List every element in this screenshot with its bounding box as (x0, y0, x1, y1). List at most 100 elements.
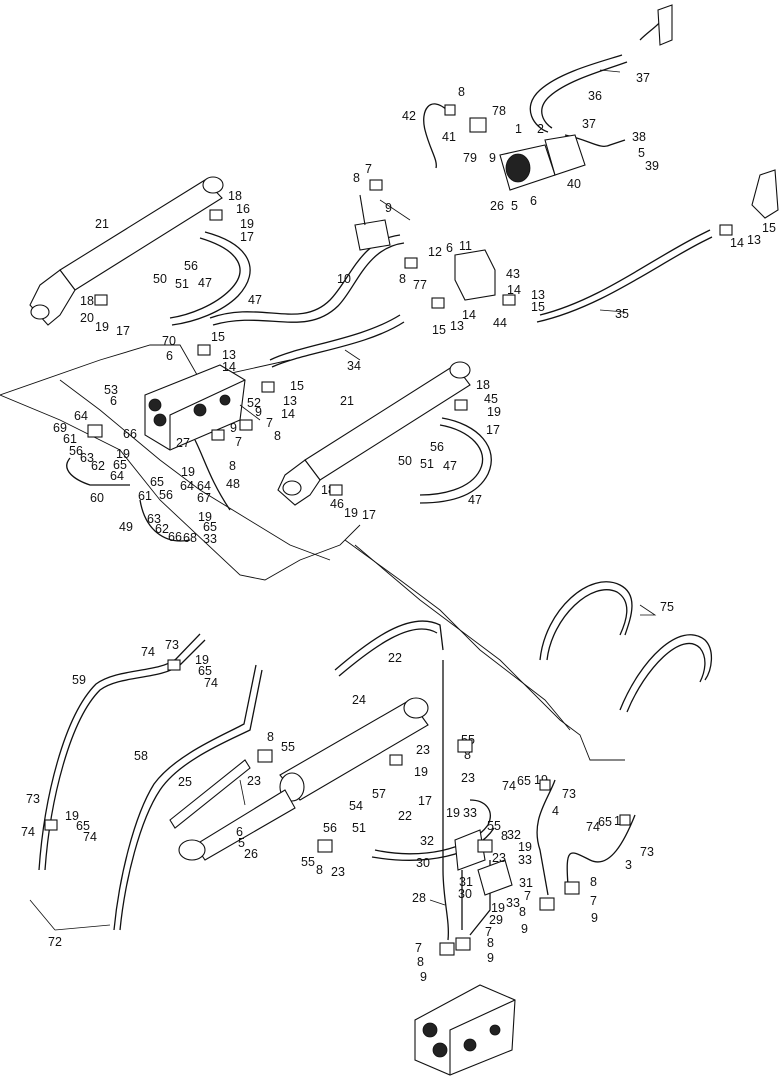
callout-label: 61 (63, 432, 77, 446)
callout-label: 37 (582, 117, 596, 131)
hose-75-b (619, 634, 713, 711)
callout-label: 33 (203, 532, 217, 546)
callout-label: 64 (110, 469, 124, 483)
callout-label: 63 (147, 512, 161, 526)
callout-label: 19 (240, 217, 254, 231)
callout-label: 36 (588, 89, 602, 103)
callout-label: 64 (180, 479, 194, 493)
callout-label: 58 (134, 749, 148, 763)
callout-label: 8 (274, 429, 281, 443)
callout-label: 57 (372, 787, 386, 801)
hose-59-b (38, 633, 201, 871)
hose-22-lower-b (371, 827, 495, 861)
hose-22-lower (374, 799, 491, 855)
callout-label: 65 (198, 664, 212, 678)
callout-label: 34 (347, 359, 361, 373)
hose-35 (539, 229, 711, 316)
callout-label: 8 (229, 459, 236, 473)
callout-label: 50 (153, 272, 167, 286)
callout-label: 17 (486, 423, 500, 437)
callout-label: 8 (590, 875, 597, 889)
callout-label: 52 (247, 396, 261, 410)
callout-label: 7 (235, 435, 242, 449)
callout-label: 39 (645, 159, 659, 173)
callout-label: 8 (458, 85, 465, 99)
hose-47-lower-b (419, 417, 492, 504)
callout-label: 66 (123, 427, 137, 441)
callout-label: 19 (65, 809, 79, 823)
callout-label: 31 (519, 876, 533, 890)
callout-label: 74 (83, 830, 97, 844)
callout-label: 51 (175, 277, 189, 291)
callout-label: 18 (476, 378, 490, 392)
hose-59 (44, 639, 206, 871)
callout-label: 50 (398, 454, 412, 468)
callout-label: 78 (492, 104, 506, 118)
hose-34 (269, 314, 401, 361)
callout-label: 8 (464, 748, 471, 762)
callout-label: 55 (487, 819, 501, 833)
callout-label: 6 (236, 825, 243, 839)
callout-label: 16 (236, 202, 250, 216)
callout-label: 9 (230, 421, 237, 435)
hose-48 (194, 439, 231, 511)
callout-label: 56 (430, 440, 444, 454)
callout-label: 77 (413, 278, 427, 292)
callout-label: 10 (337, 272, 351, 286)
callout-label: 27 (176, 436, 190, 450)
pipe-4 (536, 779, 556, 896)
callout-label: 64 (197, 479, 211, 493)
callout-label: 11 (459, 239, 472, 253)
callout-label: 8 (417, 955, 424, 969)
hose-47-upper (169, 237, 241, 319)
callout-label: 74 (204, 676, 218, 690)
callout-label: 47 (248, 293, 262, 307)
callout-label: 15 (211, 330, 225, 344)
callout-label: 55 (301, 855, 315, 869)
callout-label: 17 (116, 324, 130, 338)
drain-line-2 (344, 539, 571, 731)
callout-label: 7 (590, 894, 597, 908)
callout-label: 28 (412, 891, 426, 905)
callout-label: 2 (537, 122, 544, 136)
callout-label: 8 (353, 171, 360, 185)
callout-label: 67 (197, 491, 211, 505)
callout-label: 3 (625, 858, 632, 872)
callout-label: 47 (198, 276, 212, 290)
hose-58 (119, 669, 263, 931)
callout-label: 15 (290, 379, 304, 393)
callout-label: 24 (352, 693, 366, 707)
callout-label: 23 (416, 743, 430, 757)
callout-label: 9 (521, 922, 528, 936)
valve-bracket (354, 194, 391, 251)
callout-label: 9 (489, 151, 496, 165)
callout-label: 54 (349, 799, 363, 813)
callout-label: 5 (238, 836, 245, 850)
callout-label: 48 (226, 477, 240, 491)
callout-label: 9 (591, 911, 598, 925)
callout-label: 26 (490, 199, 504, 213)
callout-label: 9 (420, 970, 427, 984)
fittings (44, 104, 733, 956)
callout-label: 14 (507, 283, 521, 297)
hose-34-b (271, 321, 405, 368)
callout-leaders (29, 69, 657, 931)
callout-label: 19 (181, 465, 195, 479)
callout-label: 31 (459, 875, 473, 889)
callout-label: 63 (80, 451, 94, 465)
hose-49 (139, 499, 191, 542)
callout-label: 30 (458, 887, 472, 901)
hose-22-upper (334, 620, 444, 671)
callout-label: 65 (76, 819, 90, 833)
callout-label: 19 (95, 320, 109, 334)
callout-label: 15 (762, 221, 776, 235)
callout-label: 6 (110, 394, 117, 408)
callout-label: 45 (484, 392, 498, 406)
callout-label: 6 (446, 241, 453, 255)
hose-75-b-b (626, 642, 706, 713)
hose-75-a (539, 581, 633, 661)
callout-label: 20 (80, 311, 94, 325)
callout-labels: 37 36 37 2 1 38 5 39 78 8 42 41 79 9 40 … (21, 71, 776, 984)
hose-22-upper-b (338, 628, 438, 677)
